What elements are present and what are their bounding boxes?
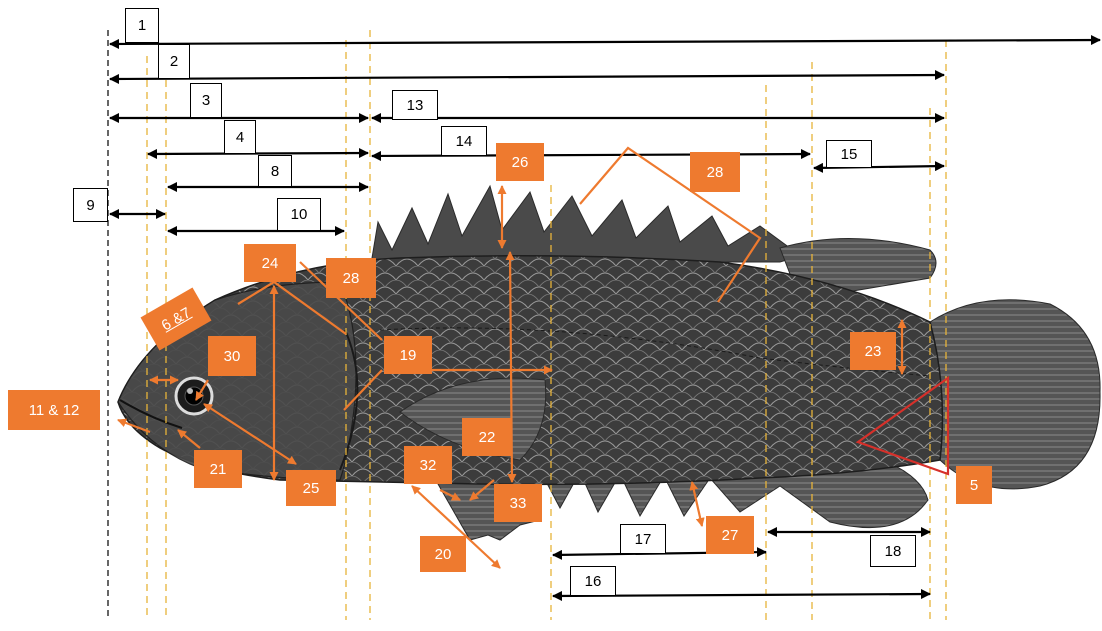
- label-16: 16: [570, 566, 616, 596]
- caudal-fin: [930, 300, 1100, 489]
- label-15: 15: [826, 140, 872, 168]
- eye-highlight: [187, 388, 193, 394]
- label-3: 3: [190, 83, 222, 118]
- fish-illustration: [118, 186, 1100, 540]
- label-22: 22: [462, 418, 512, 456]
- label-10: 10: [277, 198, 321, 231]
- label-4: 4: [224, 120, 256, 154]
- label-2: 2: [158, 44, 190, 79]
- label-1: 1: [125, 8, 159, 43]
- label-13: 13: [392, 90, 438, 120]
- label-21: 21: [194, 450, 242, 488]
- arrow-14: [372, 154, 810, 156]
- label-30: 30: [208, 336, 256, 376]
- label-27: 27: [706, 516, 754, 554]
- label-5: 5: [956, 466, 992, 504]
- label-26: 26: [496, 143, 544, 181]
- label-11-12: 11 & 12: [8, 390, 100, 430]
- label-28-dorsal: 28: [690, 152, 740, 192]
- arrow-2: [110, 75, 944, 79]
- label-25: 25: [286, 470, 336, 506]
- label-9: 9: [73, 188, 108, 222]
- label-19: 19: [384, 336, 432, 374]
- arrow-1: [110, 40, 1100, 44]
- label-8: 8: [258, 155, 292, 187]
- label-6-7-text: 6 &7: [158, 304, 193, 334]
- arrow-4: [148, 153, 368, 154]
- label-33: 33: [494, 484, 542, 522]
- label-18: 18: [870, 535, 916, 567]
- label-28-head: 28: [326, 258, 376, 298]
- label-14: 14: [441, 126, 487, 156]
- label-24: 24: [244, 244, 296, 282]
- label-20: 20: [420, 536, 466, 572]
- label-23: 23: [850, 332, 896, 370]
- label-17: 17: [620, 524, 666, 554]
- label-32: 32: [404, 446, 452, 484]
